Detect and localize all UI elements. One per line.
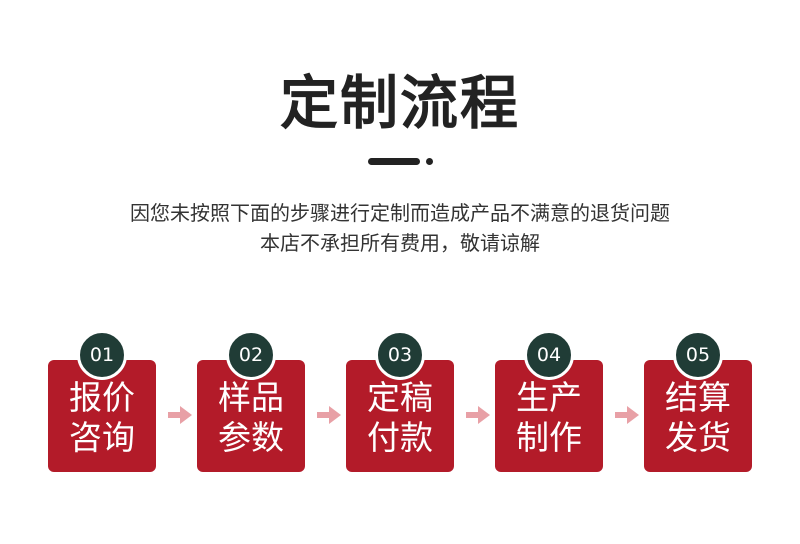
step-number-badge-4: 04 <box>524 330 574 380</box>
step-label-line1: 生产 <box>516 378 582 417</box>
step-number-badge-2: 02 <box>226 330 276 380</box>
arrow-right-icon <box>168 406 192 424</box>
arrow-right-icon <box>615 406 639 424</box>
step-label-line2: 发货 <box>665 418 731 457</box>
notice-line-1: 因您未按照下面的步骤进行定制而造成产品不满意的退货问题 <box>130 201 670 225</box>
step-label: 报价 咨询 <box>48 378 156 458</box>
step-card-3: 定稿 付款 <box>346 360 454 472</box>
step-label: 结算 发货 <box>644 378 752 458</box>
step-label-line2: 付款 <box>367 418 433 457</box>
step-label: 定稿 付款 <box>346 378 454 458</box>
step-label-line1: 报价 <box>69 378 135 417</box>
step-label: 生产 制作 <box>495 378 603 458</box>
step-number-badge-1: 01 <box>77 330 127 380</box>
page-title: 定制流程 <box>279 69 520 137</box>
step-label-line2: 制作 <box>516 418 582 457</box>
arrow-right-icon <box>466 406 490 424</box>
step-label: 样品 参数 <box>197 378 305 458</box>
step-number-badge-5: 05 <box>673 330 723 380</box>
notice-line-2: 本店不承担所有费用，敬请谅解 <box>260 231 540 255</box>
step-label-line2: 参数 <box>218 418 284 457</box>
step-label-line1: 样品 <box>218 378 284 417</box>
step-number-badge-3: 03 <box>375 330 425 380</box>
arrow-right-icon <box>317 406 341 424</box>
step-label-line2: 咨询 <box>69 418 135 457</box>
step-label-line1: 定稿 <box>367 378 433 417</box>
title-underline-dot <box>426 158 433 165</box>
title-underline-bar <box>368 158 420 165</box>
step-label-line1: 结算 <box>665 378 731 417</box>
